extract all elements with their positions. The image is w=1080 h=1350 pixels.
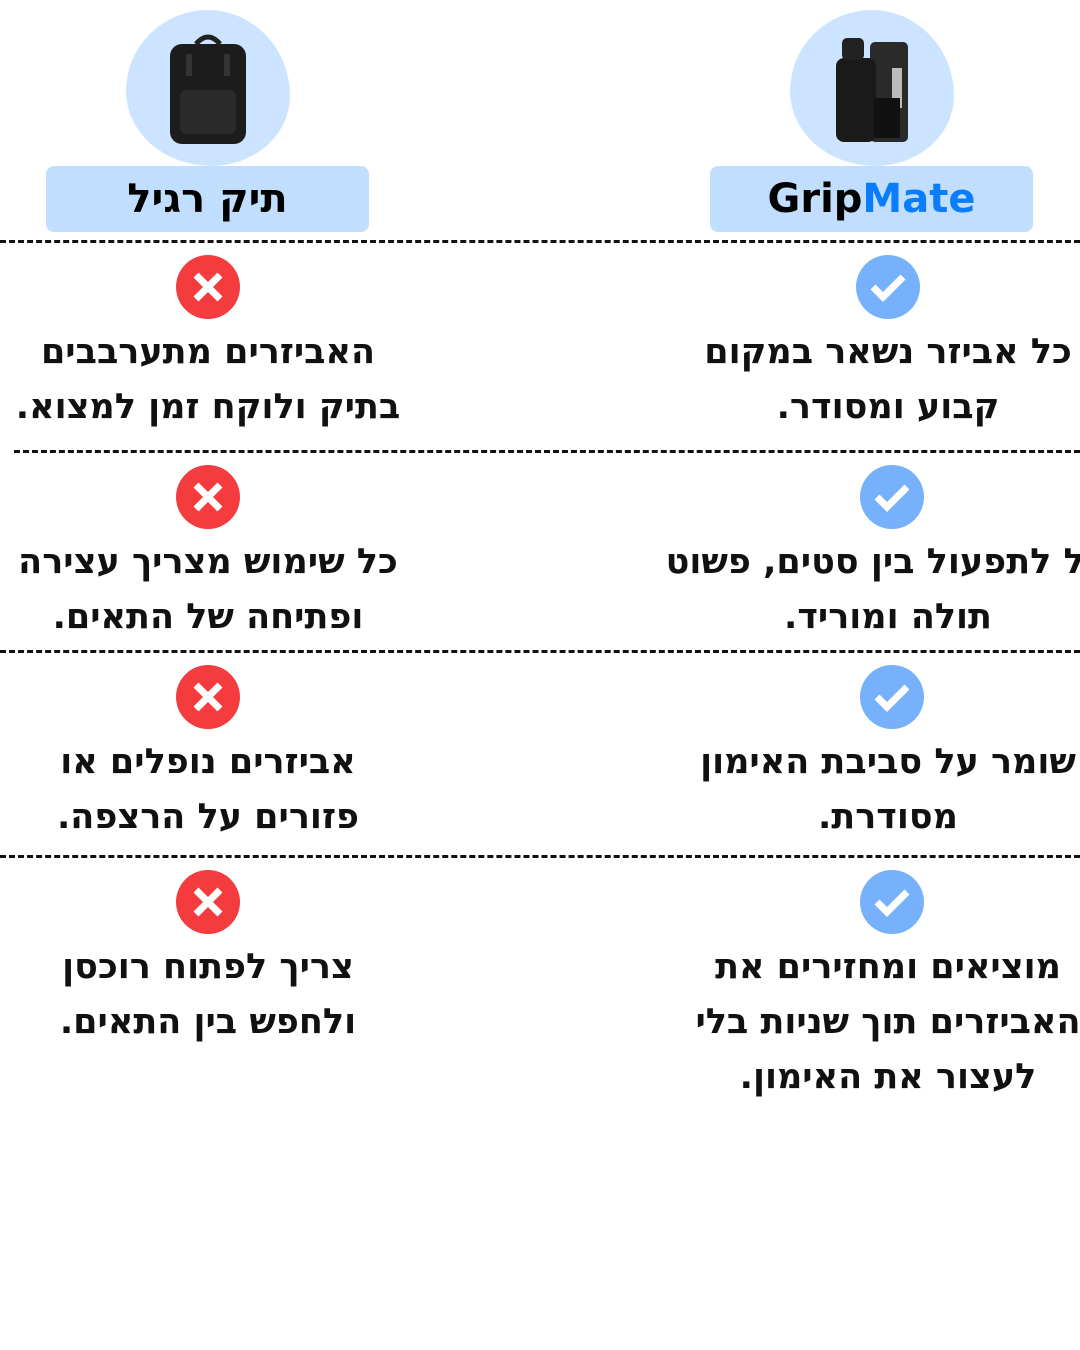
- text-line: מסודרת.: [818, 797, 958, 837]
- cross-icon: [176, 255, 240, 319]
- brand-grip: Grip: [767, 176, 863, 222]
- cross-icon: [176, 465, 240, 529]
- text-line: כל אביזר נשאר במקום: [704, 332, 1072, 372]
- regular-bag-point: האביזרים מתערבבים בתיק ולוקח זמן למצוא.: [0, 325, 468, 435]
- regular-bag-point: אביזרים נופלים או פזורים על הרצפה.: [0, 735, 468, 845]
- divider: [14, 450, 1080, 453]
- text-line: פזורים על הרצפה.: [57, 797, 359, 837]
- gripmate-image: [790, 10, 954, 166]
- check-icon: [860, 870, 924, 934]
- text-line: מוציאים ומחזירים את: [715, 947, 1061, 987]
- divider: [0, 240, 1080, 243]
- divider: [0, 855, 1080, 858]
- brand-mate: Mate: [862, 176, 976, 222]
- text-line: קבוע ומסודר.: [776, 387, 1000, 427]
- text-line: תולה ומוריד.: [784, 597, 992, 637]
- text-line: האביזרים תוך שניות בלי: [695, 1002, 1080, 1042]
- divider: [0, 650, 1080, 653]
- check-icon: [856, 255, 920, 319]
- regular-bag-title: תיק רגיל: [46, 166, 369, 232]
- cross-icon: [176, 665, 240, 729]
- text-line: ופתיחה של התאים.: [52, 597, 364, 637]
- regular-bag-point: צריך לפתוח רוכסן ולחפש בין התאים.: [0, 940, 468, 1050]
- text-line: ולחפש בין התאים.: [59, 1002, 357, 1042]
- check-icon: [860, 465, 924, 529]
- text-line: לעצור את האימון.: [739, 1057, 1037, 1097]
- check-icon: [860, 665, 924, 729]
- text-line: כל שימוש מצריך עצירה: [18, 542, 398, 582]
- regular-bag-point: כל שימוש מצריך עצירה ופתיחה של התאים.: [0, 535, 468, 645]
- gripmate-point: שומר על סביבת האימון מסודרת.: [628, 735, 1080, 845]
- backpack-icon: [170, 34, 246, 144]
- regular-bag-image: [126, 10, 290, 166]
- gripmate-point: קל לתפעול בין סטים, פשוט תולה ומוריד.: [628, 535, 1080, 645]
- gripmate-point: מוציאים ומחזירים את האביזרים תוך שניות בל…: [628, 940, 1080, 1105]
- text-line: צריך לפתוח רוכסן: [62, 947, 354, 987]
- text-line: שומר על סביבת האימון: [700, 742, 1076, 782]
- text-line: בתיק ולוקח זמן למצוא.: [15, 387, 401, 427]
- cross-icon: [176, 870, 240, 934]
- text-line: קל לתפעול בין סטים, פשוט: [665, 542, 1080, 582]
- text-line: אביזרים נופלים או: [60, 742, 356, 782]
- gripmate-point: כל אביזר נשאר במקום קבוע ומסודר.: [628, 325, 1080, 435]
- text-line: האביזרים מתערבבים: [40, 332, 376, 372]
- gripmate-bag-icon: [836, 38, 908, 142]
